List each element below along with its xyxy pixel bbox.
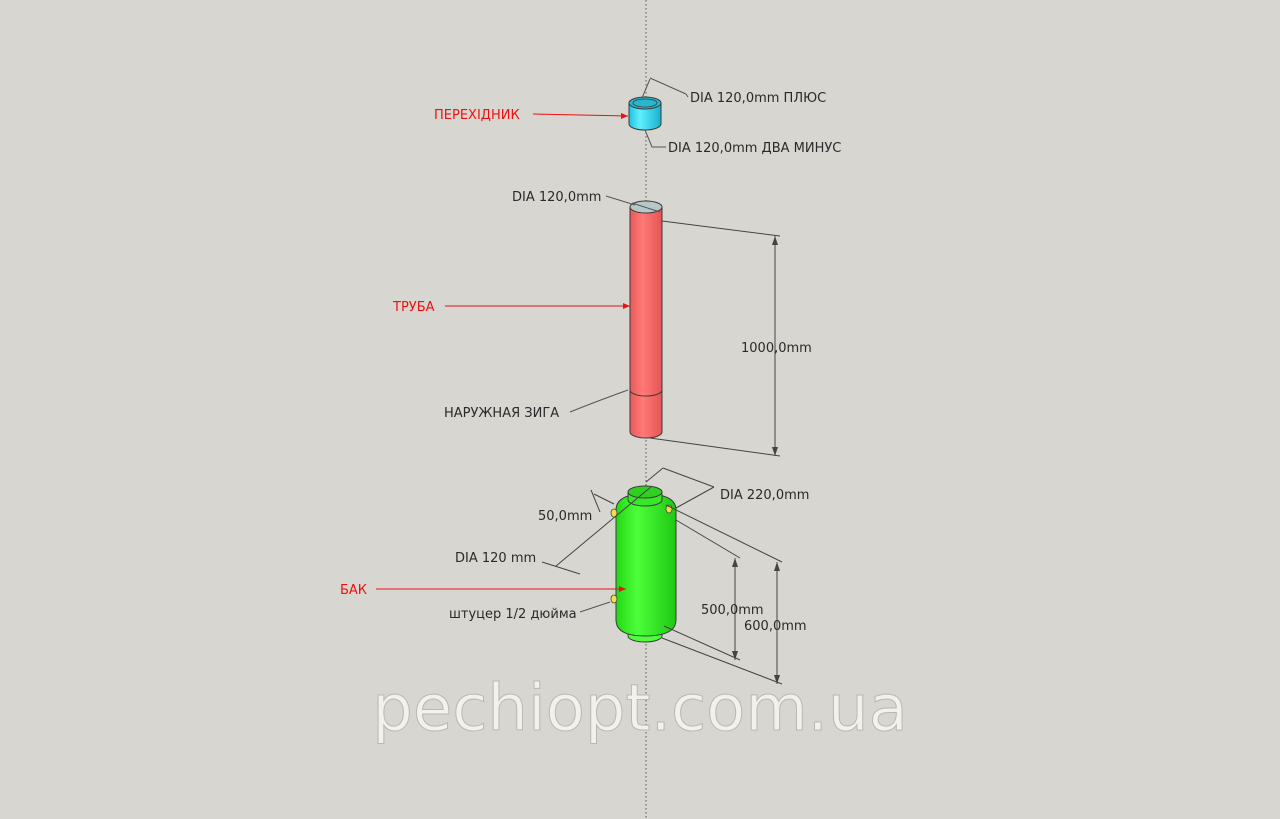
pipe-dim-length: 1000,0mm bbox=[741, 341, 812, 356]
tank-fitting-label: штуцер 1/2 дюйма bbox=[449, 607, 577, 622]
pipe-part bbox=[629, 200, 663, 439]
tank-part bbox=[610, 485, 677, 643]
tank-dim-port: DIA 120 mm bbox=[455, 551, 536, 566]
tank-fitting-bottom bbox=[610, 594, 618, 604]
adapter-name-label: ПЕРЕХIДНИК bbox=[434, 108, 520, 123]
tank-dim-total: 600,0mm bbox=[744, 619, 807, 634]
tank-name-label: БАК bbox=[340, 583, 367, 598]
pipe-swage-label: НАРУЖНАЯ ЗИГА bbox=[444, 406, 559, 421]
adapter-dim-top: DIA 120,0mm ПЛЮС bbox=[690, 91, 826, 106]
tank-dim-dia: DIA 220,0mm bbox=[720, 488, 809, 503]
tank-dim-offset: 50,0mm bbox=[538, 509, 592, 524]
tank-fitting-top bbox=[610, 508, 618, 518]
pipe-dim-dia: DIA 120,0mm bbox=[512, 190, 601, 205]
pipe-name-label: ТРУБА bbox=[392, 300, 435, 315]
tank-dim-body: 500,0mm bbox=[701, 603, 764, 618]
adapter-part bbox=[628, 96, 662, 131]
watermark: pechiopt.com.ua bbox=[372, 672, 908, 746]
adapter-dim-bottom: DIA 120,0mm ДВА МИНУС bbox=[668, 141, 841, 156]
